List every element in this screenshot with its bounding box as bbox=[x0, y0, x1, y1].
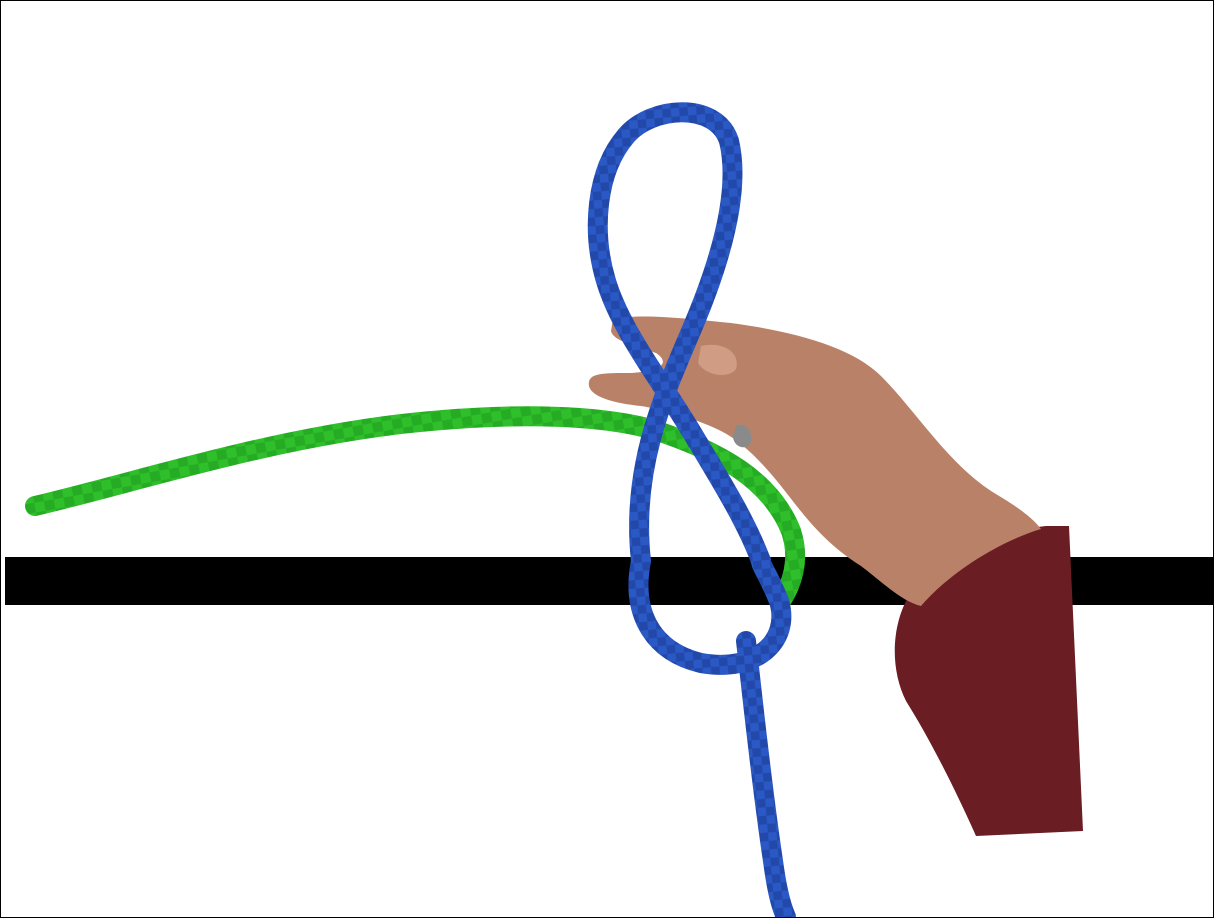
blue-rope-tail bbox=[746, 641, 786, 917]
